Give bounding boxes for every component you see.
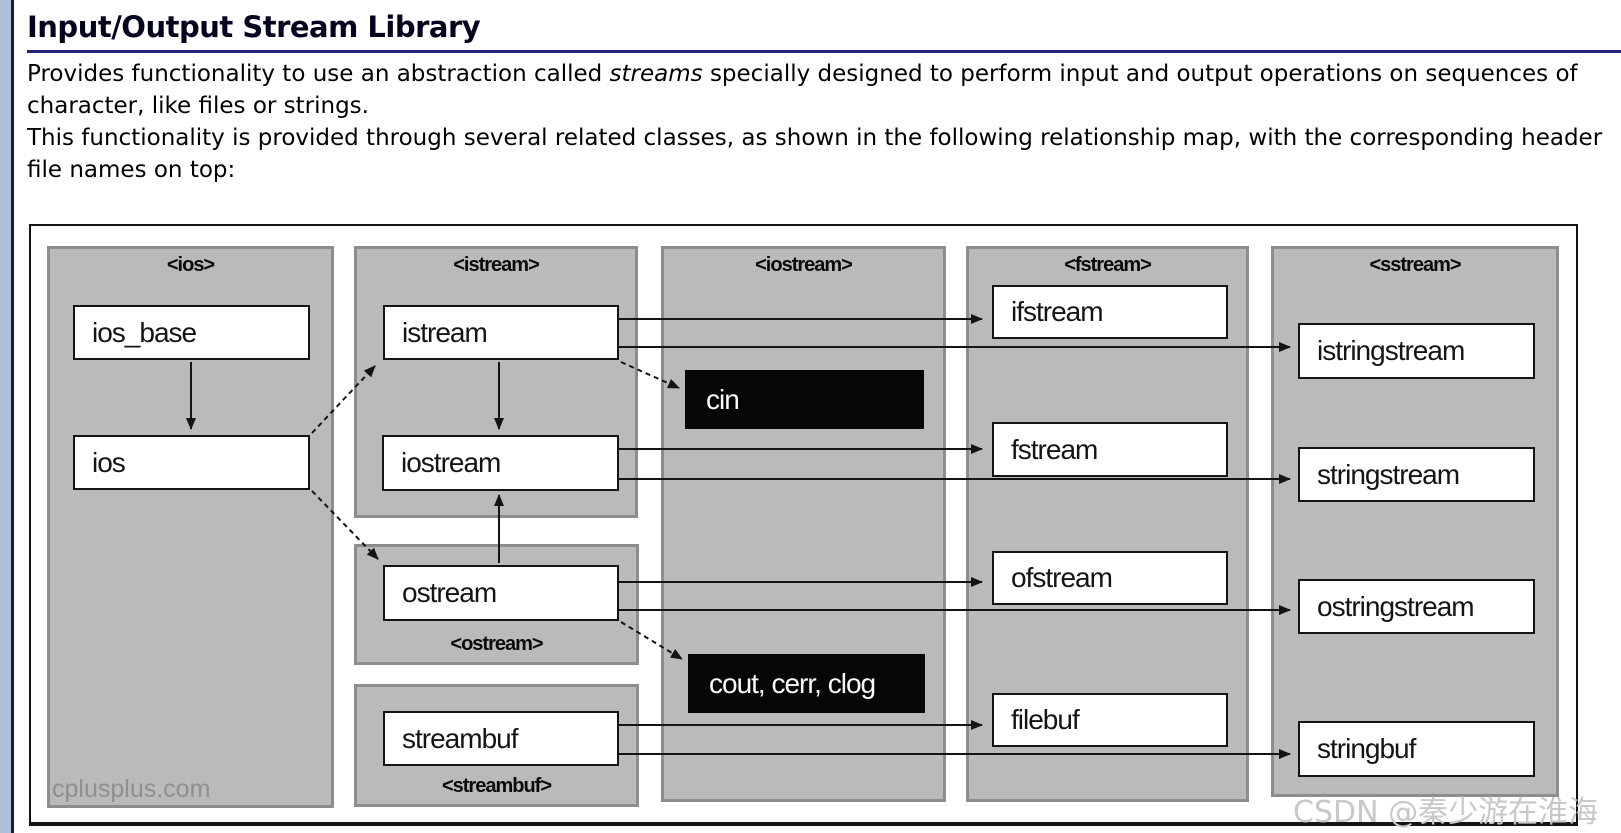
- intro-p1-text-after: specially designed to perform input and …: [27, 61, 1578, 119]
- header-label-ios: <ios>: [166, 254, 215, 276]
- watermark-csdn: CSDN @秦少游在淮海: [1293, 795, 1599, 830]
- class-box-ostringstream: ostringstream: [1298, 579, 1535, 634]
- intro-p1-text: Provides functionality to use an abstrac…: [27, 61, 610, 87]
- object-box-cin: cin: [685, 370, 924, 429]
- header-label-sstream: <sstream>: [1369, 254, 1461, 276]
- class-box-streambuf: streambuf: [383, 711, 619, 766]
- class-box-ifstream: ifstream: [992, 285, 1228, 339]
- header-label-fstream: <fstream>: [1064, 254, 1152, 276]
- page-left-margin-strip: [0, 0, 11, 833]
- class-box-fstream: fstream: [992, 422, 1228, 477]
- class-box-stringbuf: stringbuf: [1298, 721, 1535, 777]
- column-iostream-header: <iostream>: [661, 246, 946, 802]
- header-label-streambuf: <streambuf>: [441, 775, 552, 797]
- class-box-filebuf: filebuf: [992, 693, 1228, 747]
- header-label-ostream: <ostream>: [450, 633, 543, 655]
- page-title: Input/Output Stream Library: [27, 10, 1621, 53]
- class-box-ostream: ostream: [383, 565, 619, 621]
- header-label-iostream: <iostream>: [755, 254, 853, 276]
- header-label-istream: <istream>: [453, 254, 540, 276]
- class-box-ios-base: ios_base: [73, 305, 310, 360]
- page-left-border: [11, 0, 14, 833]
- class-box-istream: istream: [383, 305, 619, 360]
- intro-p1-italic: streams: [609, 61, 703, 87]
- intro-paragraph-1: Provides functionality to use an abstrac…: [27, 58, 1612, 122]
- class-box-istringstream: istringstream: [1298, 323, 1535, 379]
- object-box-cout-cerr-clog: cout, cerr, clog: [688, 654, 925, 713]
- class-box-ofstream: ofstream: [992, 551, 1228, 605]
- intro-paragraph-2: This functionality is provided through s…: [27, 125, 1603, 183]
- intro-text: Provides functionality to use an abstrac…: [27, 58, 1612, 186]
- class-box-stringstream: stringstream: [1298, 447, 1535, 502]
- class-box-ios: ios: [73, 435, 310, 490]
- stream-relationship-diagram[interactable]: <ios> <istream> <iostream> <fstream> <ss…: [29, 224, 1598, 830]
- class-box-iostream: iostream: [382, 435, 619, 491]
- watermark-cplusplus: cplusplus.com: [52, 775, 211, 803]
